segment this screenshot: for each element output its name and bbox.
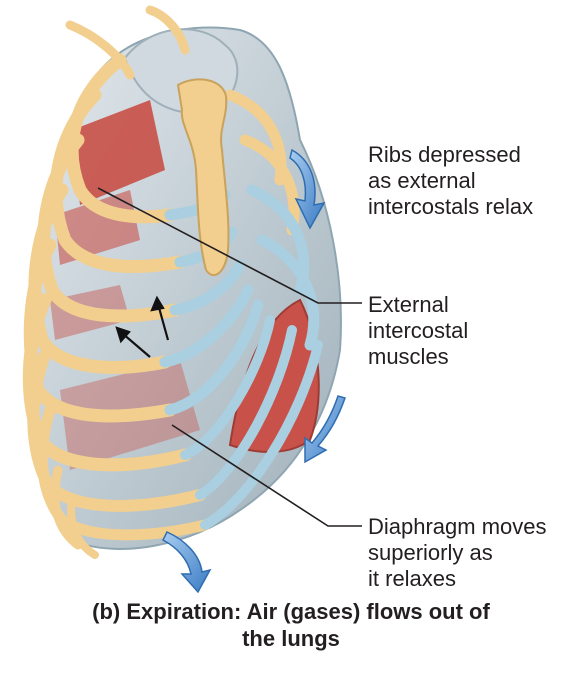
label-line: muscles [368, 344, 568, 370]
caption-line: (b) Expiration: Air (gases) flows out of [0, 598, 582, 625]
label-line: it relaxes [368, 566, 582, 592]
label-line: Ribs depressed [368, 142, 582, 168]
label-line: superiorly as [368, 540, 582, 566]
curved-arrow-icon [163, 532, 210, 592]
diaphragm-label: Diaphragm moves superiorly as it relaxes [368, 514, 582, 592]
label-line: intercostal [368, 318, 568, 344]
external-intercostal-label: External intercostal muscles [368, 292, 568, 370]
caption-line: the lungs [0, 625, 582, 652]
figure-caption: (b) Expiration: Air (gases) flows out of… [0, 598, 582, 652]
ribs-depressed-label: Ribs depressed as external intercostals … [368, 142, 582, 220]
label-line: Diaphragm moves [368, 514, 582, 540]
label-line: intercostals relax [368, 194, 582, 220]
label-line: External [368, 292, 568, 318]
label-line: as external [368, 168, 582, 194]
